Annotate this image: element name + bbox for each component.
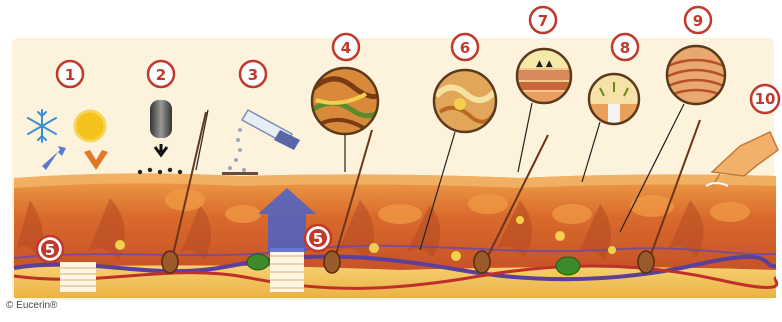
label-5-center: 5 [305,225,331,251]
label-10: 10 [751,85,779,113]
label-1: 1 [57,61,83,87]
svg-text:8: 8 [620,39,630,57]
svg-text:5: 5 [45,241,55,259]
label-4: 4 [333,34,359,60]
svg-text:9: 9 [693,12,703,30]
svg-text:5: 5 [313,230,323,248]
svg-text:6: 6 [460,39,470,57]
label-3: 3 [240,61,266,87]
label-7: 7 [530,7,556,33]
svg-text:4: 4 [341,39,351,57]
svg-text:2: 2 [156,66,166,84]
label-6: 6 [452,34,478,60]
svg-text:7: 7 [538,12,548,30]
label-9: 9 [685,7,711,33]
sun-icon [75,111,105,141]
svg-text:10: 10 [755,90,776,108]
copyright-text: © Eucerin® [6,300,57,311]
label-2: 2 [148,61,174,87]
svg-text:3: 3 [248,66,258,84]
svg-text:▲ ▲: ▲ ▲ [536,59,553,69]
svg-text:1: 1 [65,66,75,84]
label-8: 8 [612,34,638,60]
label-5-left: 5 [37,236,63,262]
